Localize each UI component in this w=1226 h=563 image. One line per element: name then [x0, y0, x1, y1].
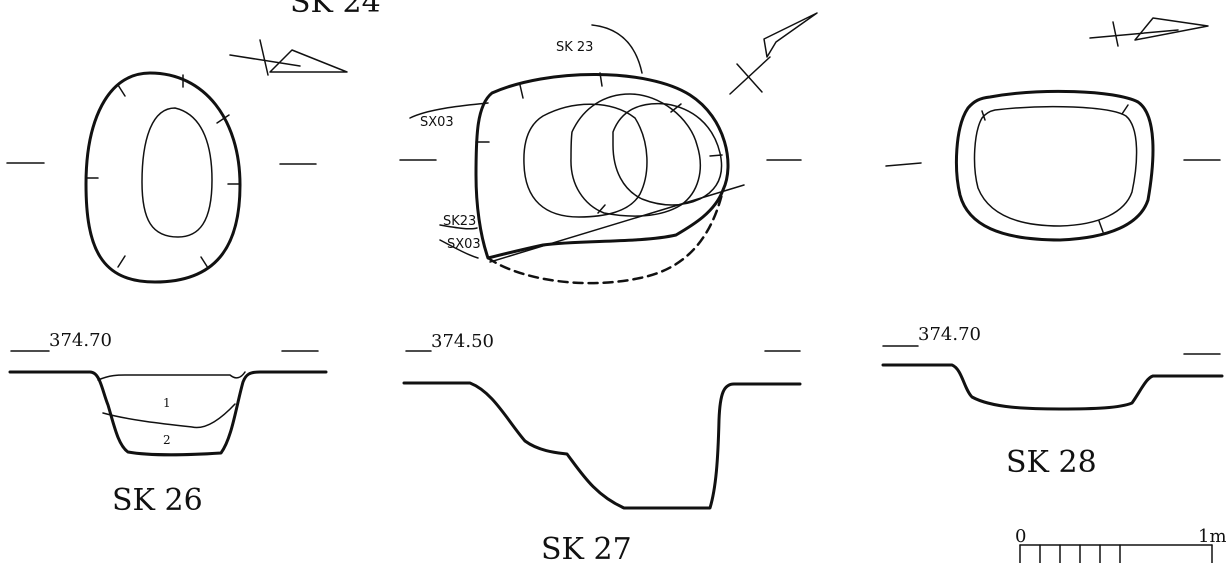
sk27-elevation: 374.50 — [431, 331, 494, 352]
sk26-layer-1: 1 — [163, 396, 171, 410]
scale-start-label: 0 — [1015, 526, 1026, 547]
sk23-label-lower: SK23 — [443, 214, 476, 229]
sk28-section: 374.70 SK 28 — [881, 324, 1224, 480]
sk23-label-top: SK 23 — [556, 40, 593, 55]
scale-bar: 0 1m — [1015, 526, 1226, 563]
sk28-plan — [885, 89, 1221, 242]
sx03-label-lower: SX03 — [447, 237, 481, 252]
sk24-label: SK 24 — [290, 0, 381, 20]
sk27-plan — [399, 24, 802, 285]
sk26-plan — [6, 71, 317, 284]
scale-end-label: 1m — [1198, 526, 1226, 547]
north-arrow-icon — [729, 12, 818, 95]
sk26-elevation: 374.70 — [49, 330, 112, 351]
sk27-section: 374.50 SK 27 — [402, 331, 802, 563]
north-arrow-icon — [1089, 17, 1209, 47]
sk28-elevation: 374.70 — [918, 324, 981, 345]
north-arrow-icon — [229, 39, 348, 76]
sx03-label-left: SX03 — [420, 115, 454, 130]
sk27-label: SK 27 — [541, 532, 632, 563]
sk26-layer-2: 2 — [163, 433, 171, 447]
sk26-section: 374.70 1 2 SK 26 — [8, 330, 328, 518]
sk26-label: SK 26 — [112, 483, 203, 518]
sk28-label: SK 28 — [1006, 445, 1097, 480]
